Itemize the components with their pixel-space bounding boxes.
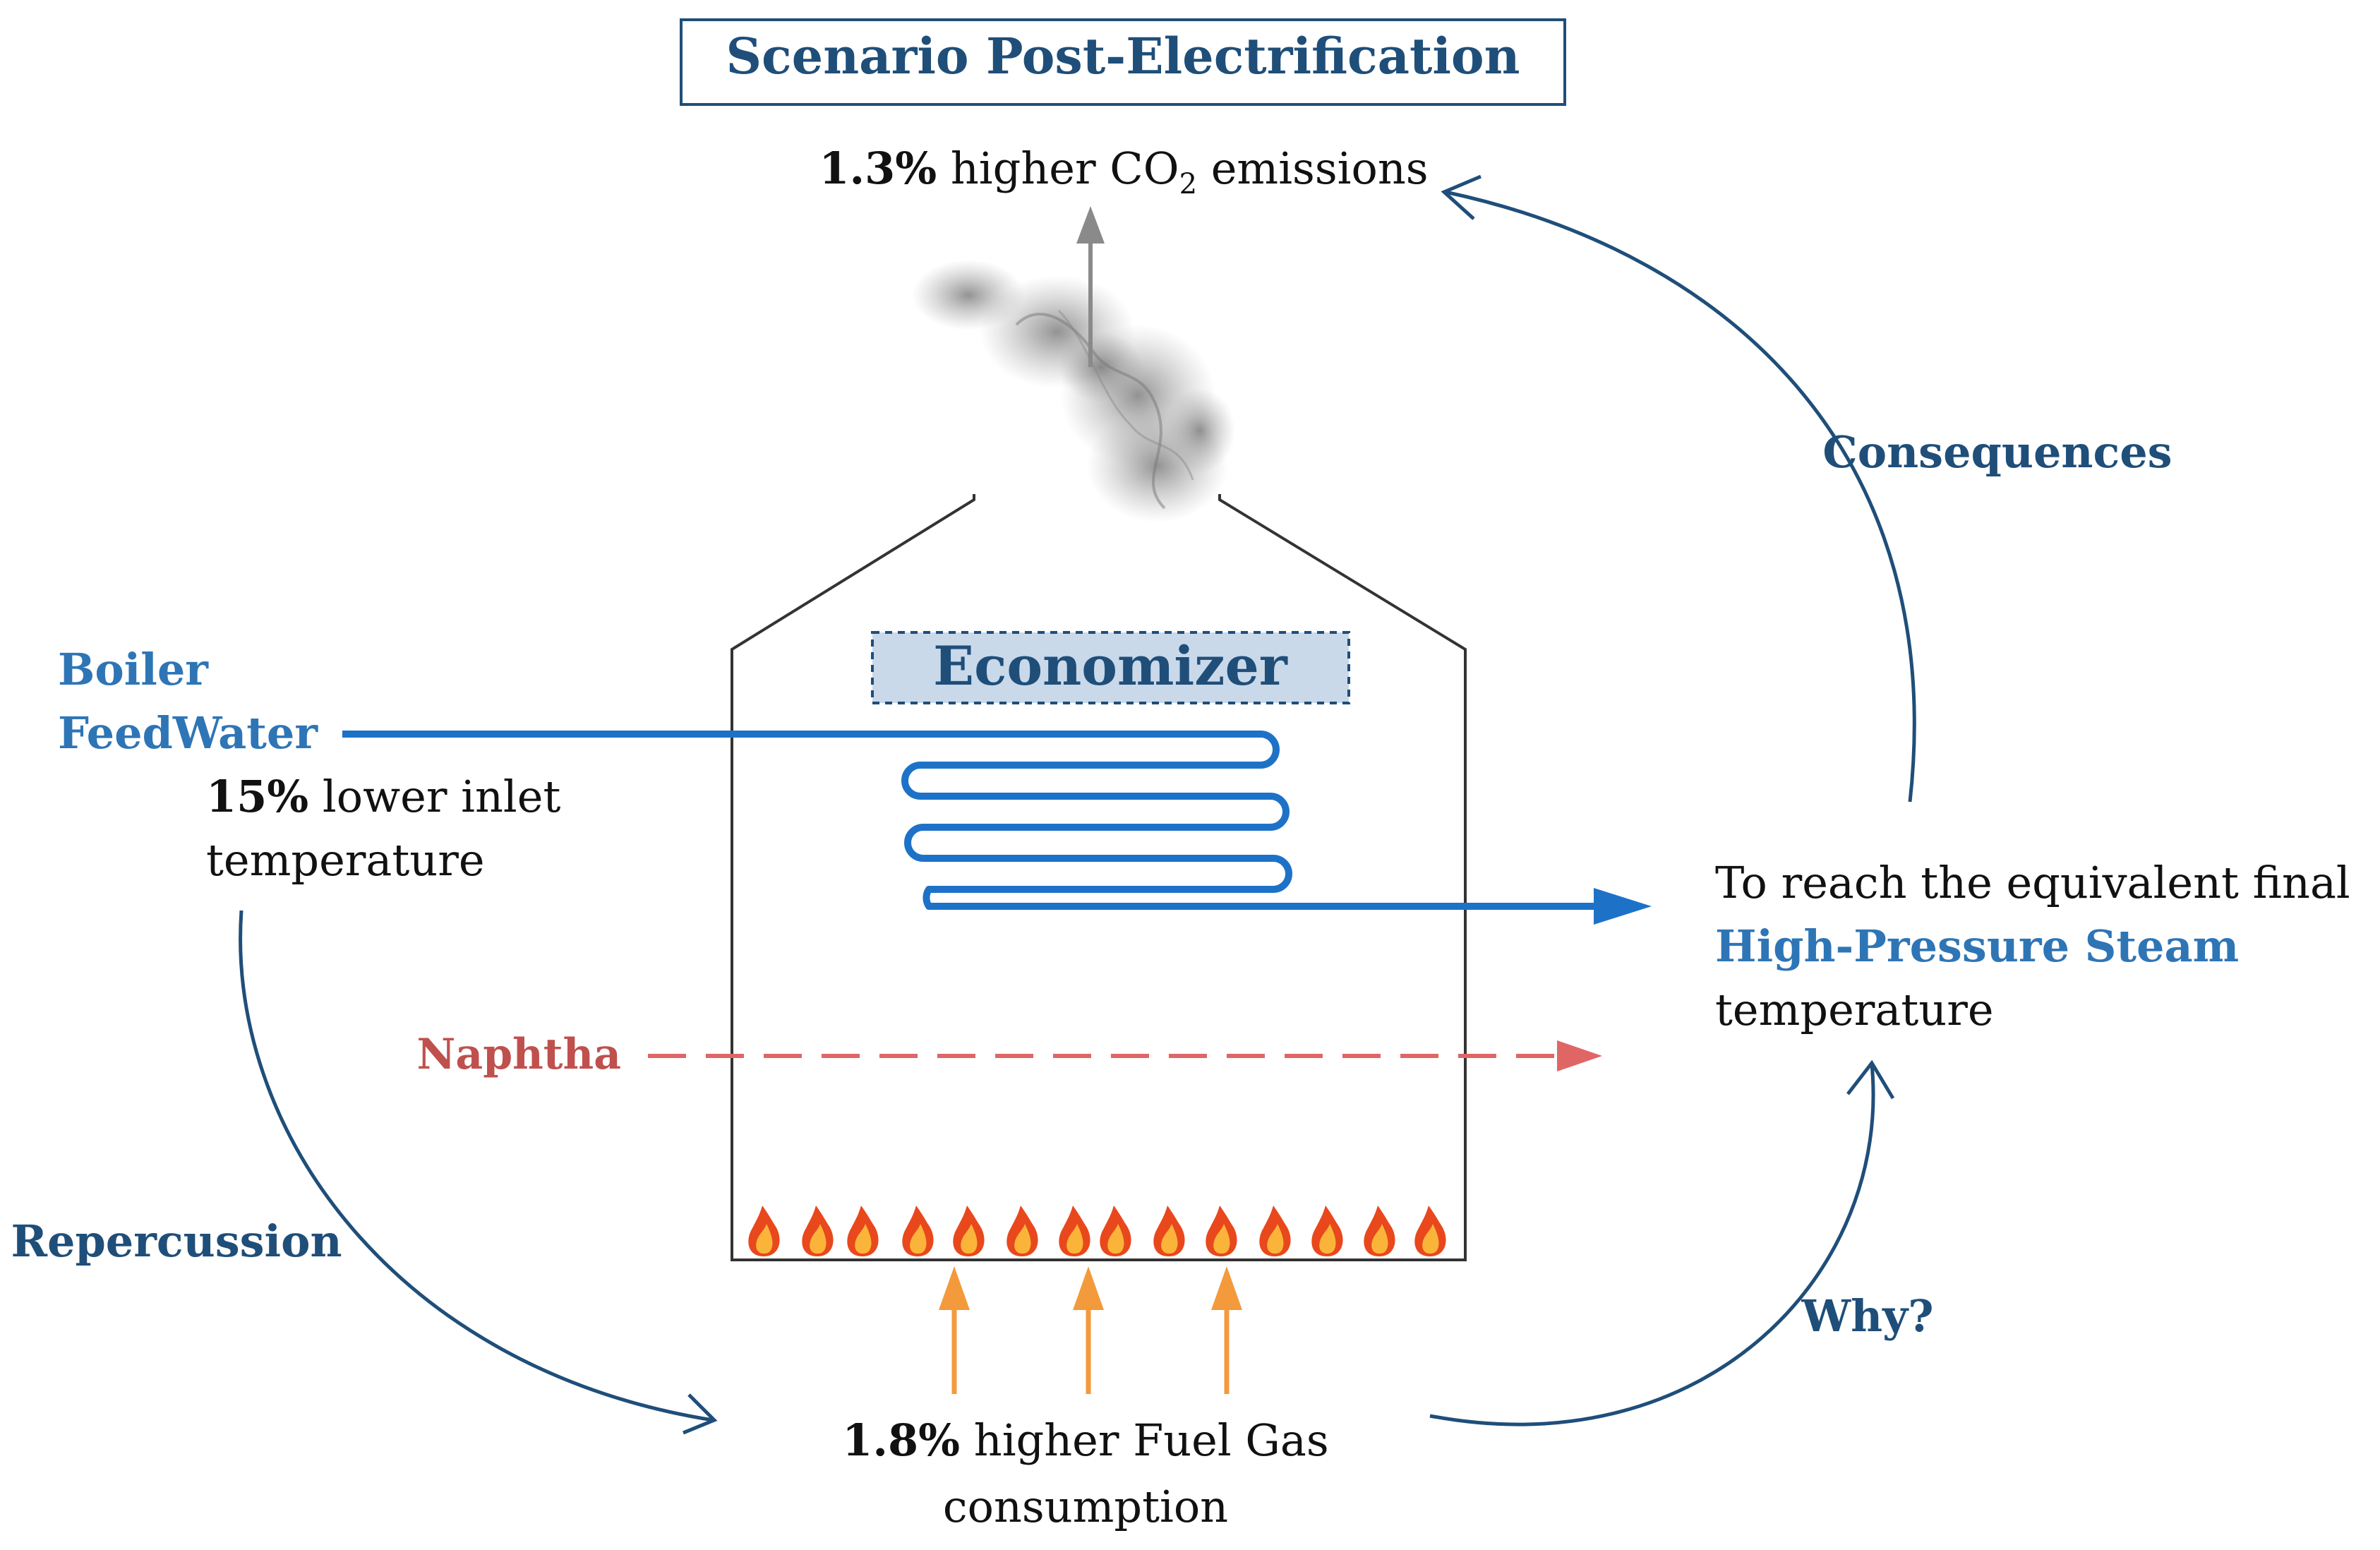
naphtha-stream (648, 1040, 1602, 1071)
emissions-arrow (1076, 206, 1105, 367)
feedwater-note-line2: temperature (206, 834, 485, 886)
flame-icon (802, 1206, 834, 1256)
fuel-gas-value: 1.8% (842, 1414, 960, 1466)
fuel-arrow (939, 1266, 970, 1394)
steam-label-line3: temperature (1715, 984, 1994, 1035)
title-box: Scenario Post-Electrification (680, 18, 1566, 106)
emissions-subscript: 2 (1179, 168, 1197, 200)
fuel-arrow (1073, 1266, 1104, 1394)
naphtha-arrowhead (1557, 1040, 1602, 1071)
economizer-label: Economizer (933, 635, 1288, 697)
flame-icon (953, 1206, 985, 1256)
flame-icon (1311, 1206, 1343, 1256)
economizer-box: Economizer (871, 631, 1350, 704)
flame-icon (1206, 1206, 1237, 1256)
flame-icon (1414, 1206, 1446, 1256)
consequences-arrow (1445, 190, 1916, 803)
fuel-gas-arrows (939, 1266, 1242, 1394)
feedwater-label-line2: FeedWater (58, 707, 318, 759)
feedwater-stream (342, 731, 1652, 925)
flame-icon (1059, 1206, 1090, 1256)
flame-icon (902, 1206, 934, 1256)
repercussion-arrowhead (683, 1393, 718, 1435)
flame-icon (1006, 1206, 1038, 1256)
why-arrowhead (1846, 1059, 1895, 1100)
burner-flames (748, 1206, 1446, 1256)
feedwater-note-value: 15% (206, 771, 308, 822)
fuel-gas-label-line2: consumption (943, 1481, 1228, 1532)
steam-label-line2: High-Pressure Steam (1715, 920, 2239, 972)
fuel-gas-text: higher Fuel Gas (960, 1414, 1329, 1466)
furnace-outline (731, 494, 1467, 1261)
emissions-label: 1.3% higher CO2 emissions (819, 143, 1428, 200)
emissions-value: 1.3% (819, 143, 937, 194)
steam-arrowhead (1594, 888, 1652, 925)
fuel-gas-label: 1.8% higher Fuel Gas (842, 1414, 1328, 1466)
fuel-arrow (1211, 1266, 1242, 1394)
feedwater-note: 15% lower inlet (206, 771, 560, 822)
consequences-arrowhead (1441, 174, 1482, 220)
feedwater-label-line1: Boiler (58, 644, 209, 695)
smoke-icon (912, 260, 1235, 522)
repercussion-label: Repercussion (11, 1215, 342, 1267)
emissions-text-end: emissions (1197, 143, 1429, 194)
flame-icon (847, 1206, 879, 1256)
flame-icon (1100, 1206, 1131, 1256)
steam-label-line1: To reach the equivalent final (1715, 857, 2350, 908)
flame-icon (1153, 1206, 1185, 1256)
diagram-title: Scenario Post-Electrification (726, 27, 1520, 85)
repercussion-arrow (239, 910, 714, 1422)
why-arrow (1429, 1064, 1875, 1426)
why-label: Why? (1801, 1290, 1933, 1342)
flame-icon (748, 1206, 780, 1256)
flame-icon (1364, 1206, 1395, 1256)
consequences-label: Consequences (1822, 426, 2172, 478)
flame-icon (1259, 1206, 1291, 1256)
emissions-text: higher CO (937, 143, 1179, 194)
naphtha-label: Naphtha (416, 1030, 621, 1079)
feedwater-note-text: lower inlet (308, 771, 560, 822)
